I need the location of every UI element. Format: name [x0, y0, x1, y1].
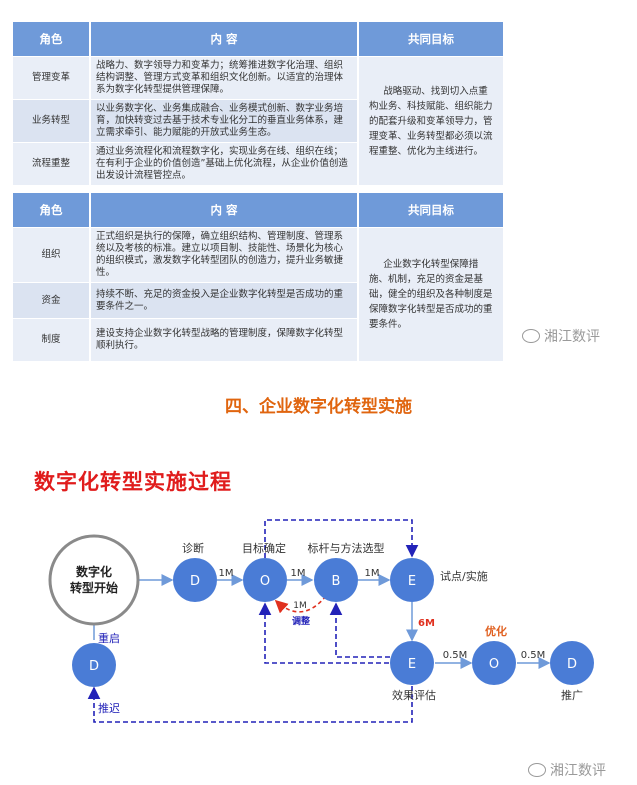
restart-label: 重启: [98, 631, 120, 645]
role-table-2: 角色 内 容 共同目标 组织 正式组织是执行的保障，确立组织结构、管理制度、管理…: [13, 193, 503, 361]
header-goal: 共同目标: [357, 193, 503, 228]
pilot-letter: E: [408, 574, 416, 589]
duration-d-o: 1M: [219, 568, 234, 579]
role-table-1: 角色 内 容 共同目标 管理变革 战略力、数字领导力和变革力；统筹推进数字化治理…: [13, 22, 503, 185]
diagnose-node: [173, 558, 217, 602]
duration-o-b: 1M: [291, 568, 306, 579]
evaluate-label: 效果评估: [392, 688, 436, 702]
promote-label: 推广: [561, 688, 583, 702]
header-content: 内 容: [89, 22, 358, 57]
start-label-line1: 数字化: [76, 564, 112, 579]
duration-adjust: 1M: [293, 601, 307, 611]
diagnose-letter: D: [190, 574, 200, 589]
content-cell: 通过业务流程化和流程数字化，实现业务在线、组织在线；在有利于企业的价值创造”基础…: [89, 142, 358, 185]
start-label-line2: 转型开始: [70, 580, 118, 595]
promote-node: [550, 641, 594, 685]
postpone-label: 推迟: [98, 701, 120, 715]
objective-letter: O: [260, 574, 270, 589]
objective-label: 目标确定: [242, 541, 286, 555]
evaluate-node: [390, 641, 434, 685]
optimize-label: 优化: [485, 624, 507, 638]
adjust-label: 调整: [292, 615, 310, 627]
dashed-objective-to-pilot: [264, 519, 419, 558]
watermark-text: 湘江数评: [544, 329, 600, 345]
benchmark-label: 标杆与方法选型: [308, 541, 385, 555]
dashed-evaluate-to-restart: [87, 686, 413, 723]
goal-cell: 战略驱动、找到切入点重构业务、科技赋能、组织能力的配套升级和变革领导力，管理变革…: [357, 56, 503, 185]
content-cell: 以业务数字化、业务集成融合、业务模式创新、数字业务培育，加快转变过去基于技术专业…: [89, 99, 358, 143]
watermark: 湘江数评: [522, 326, 600, 346]
diagnose-label: 诊断: [182, 541, 204, 555]
section-heading: 四、企业数字化转型实施: [225, 397, 412, 417]
content-cell: 正式组织是执行的保障，确立组织结构、管理制度、管理系统以及考核的标准。建立以项目…: [89, 227, 358, 283]
header-content: 内 容: [89, 193, 358, 228]
watermark-text: 湘江数评: [550, 763, 606, 779]
duration-e-o: 0.5M: [443, 650, 468, 661]
header-role: 角色: [13, 22, 90, 57]
dashed-evaluate-to-benchmark: [329, 602, 390, 658]
role-cell: 管理变革: [13, 56, 90, 100]
start-node: [48, 534, 140, 626]
restart-node: [72, 643, 116, 687]
optimize-letter: O: [489, 657, 499, 672]
benchmark-letter: B: [332, 574, 341, 589]
dashed-adjust-loop: [274, 595, 327, 614]
content-cell: 建设支持企业数字化转型战略的管理制度，保障数字化转型顺利执行。: [89, 318, 358, 361]
dashed-evaluate-to-objective: [258, 602, 389, 664]
benchmark-node: [314, 558, 358, 602]
content-cell: 持续不断、充足的资金投入是企业数字化转型是否成功的重要条件之一。: [89, 282, 358, 319]
role-cell: 业务转型: [13, 99, 90, 143]
optimize-node: [472, 641, 516, 685]
header-role: 角色: [13, 193, 90, 228]
duration-pilot-evaluate: 6M: [418, 618, 435, 629]
restart-letter: D: [89, 659, 99, 674]
duration-b-e: 1M: [365, 568, 380, 579]
pilot-label: 试点/实施: [440, 569, 488, 583]
role-cell: 组织: [13, 227, 90, 283]
objective-node: [243, 558, 287, 602]
header-goal: 共同目标: [357, 22, 503, 57]
duration-o-d: 0.5M: [521, 650, 546, 661]
pilot-node: [390, 558, 434, 602]
process-title: 数字化转型实施过程: [34, 470, 232, 494]
wechat-logo-icon: [528, 763, 546, 777]
process-flow-diagram: 数字化 转型开始 D 诊断 O 目标确定 B 标杆与方法选型 E 试点/实施 E…: [48, 519, 594, 723]
goal-cell: 企业数字化转型保障措施、机制，充足的资金是基础，健全的组织及各种制度是保障数字化…: [357, 227, 503, 361]
promote-letter: D: [567, 657, 577, 672]
watermark-bottom: 湘江数评: [528, 760, 606, 780]
role-cell: 制度: [13, 318, 90, 361]
wechat-logo-icon: [522, 329, 540, 343]
role-cell: 流程重整: [13, 142, 90, 185]
evaluate-letter: E: [408, 657, 416, 672]
content-cell: 战略力、数字领导力和变革力；统筹推进数字化治理、组织结构调整、管理方式变革和组织…: [89, 56, 358, 100]
role-cell: 资金: [13, 282, 90, 319]
